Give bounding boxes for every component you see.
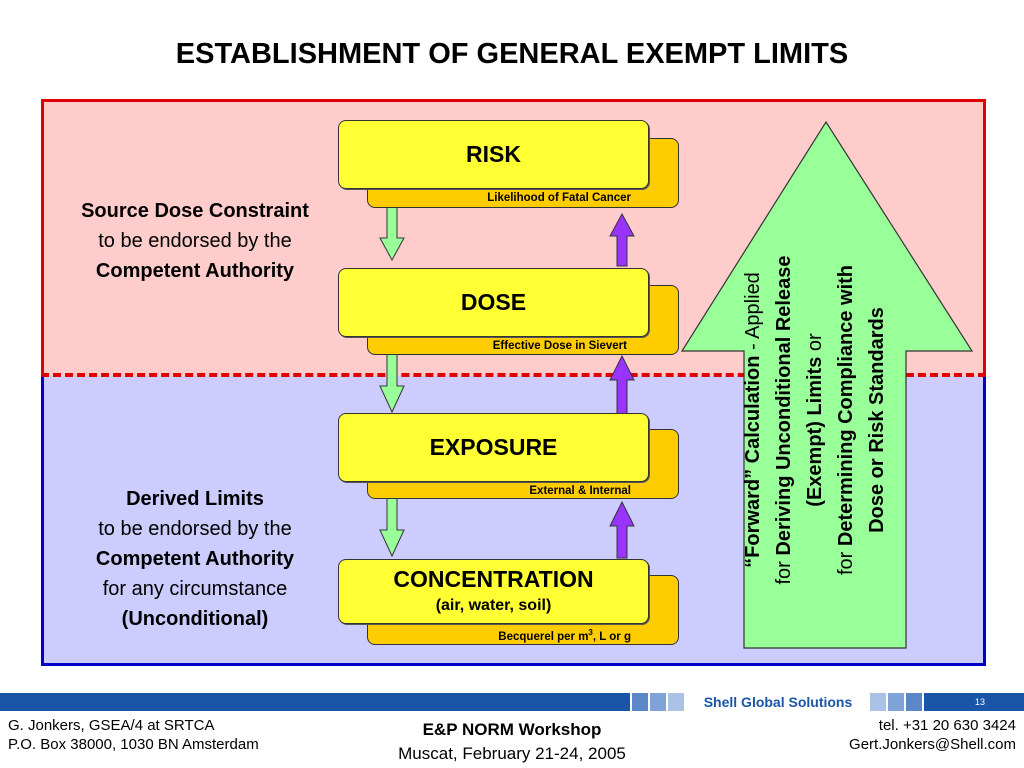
concentration-sublabel: (air, water, soil) bbox=[435, 597, 552, 614]
down-arrow-exposure-concentration bbox=[379, 497, 405, 558]
dose-box: DOSE bbox=[338, 268, 649, 337]
footer-brand-bar bbox=[0, 693, 1024, 711]
exposure-box: EXPOSURE bbox=[338, 413, 649, 482]
risk-label: RISK bbox=[466, 141, 521, 167]
flow-arrows bbox=[379, 205, 635, 559]
exposure-caption: External & Internal bbox=[529, 485, 631, 497]
source-dose-authority: Competent Authority bbox=[95, 260, 295, 282]
derived-limits-text: Derived Limits to be endorsed by the Com… bbox=[45, 484, 345, 634]
up-arrow-concentration-exposure bbox=[609, 500, 635, 559]
footer-date: Muscat, February 21-24, 2005 bbox=[398, 744, 626, 763]
footer-address: P.O. Box 38000, 1030 BN Amsterdam bbox=[8, 736, 259, 753]
determining-compliance-label: Determining Compliance with bbox=[835, 264, 857, 547]
or-label: or bbox=[804, 333, 826, 357]
arrow-text-line2: for Deriving Unconditional Release bbox=[769, 210, 800, 630]
page-number: 13 bbox=[974, 697, 985, 707]
concentration-box: CONCENTRATION (air, water, soil) bbox=[338, 559, 649, 624]
deriving-release-label: Deriving Unconditional Release bbox=[773, 255, 795, 556]
forward-calculation-text: “Forward” Calculation - Applied for Deri… bbox=[738, 210, 908, 630]
footer-email: Gert.Jonkers@Shell.com bbox=[849, 736, 1016, 753]
concentration-caption-rest: , L or g bbox=[592, 630, 631, 643]
footer-left: G. Jonkers, GSEA/4 at SRTCA P.O. Box 380… bbox=[8, 716, 338, 754]
dose-label: DOSE bbox=[460, 289, 527, 315]
panel-divider bbox=[41, 373, 986, 377]
footer-author: G. Jonkers, GSEA/4 at SRTCA bbox=[8, 717, 215, 734]
exempt-limits-label: (Exempt) Limits bbox=[804, 356, 826, 507]
exposure-label: EXPOSURE bbox=[429, 434, 558, 460]
concentration-label: CONCENTRATION bbox=[393, 566, 594, 592]
source-dose-endorse: to be endorsed by the bbox=[98, 230, 292, 252]
arrow-text-line3: (Exempt) Limits or bbox=[800, 210, 831, 630]
down-arrow-dose-exposure bbox=[379, 351, 405, 414]
arrow-for-label-1: for bbox=[773, 555, 795, 585]
dose-caption: Effective Dose in Sievert bbox=[492, 340, 627, 352]
derived-limits-circumstance: for any circumstance bbox=[102, 578, 288, 600]
footer-phone: tel. +31 20 630 3424 bbox=[878, 717, 1016, 734]
slide-title: ESTABLISHMENT OF GENERAL EXEMPT LIMITS bbox=[175, 38, 849, 70]
concentration-caption: Becquerel per m3, L or g bbox=[367, 628, 631, 643]
arrow-text-line4: for Determining Compliance with bbox=[831, 210, 862, 630]
footer-workshop: E&P NORM Workshop bbox=[422, 720, 602, 739]
source-dose-heading: Source Dose Constraint bbox=[81, 200, 309, 222]
source-dose-constraint-text: Source Dose Constraint to be endorsed by… bbox=[45, 196, 345, 286]
up-arrow-dose-risk bbox=[609, 212, 635, 267]
forward-calculation-label: “Forward” Calculation bbox=[742, 355, 764, 568]
arrow-for-label-2: for bbox=[835, 546, 857, 576]
footer-brand-name: Shell Global Solutions bbox=[703, 694, 853, 710]
derived-limits-heading: Derived Limits bbox=[126, 488, 264, 510]
down-arrow-risk-dose bbox=[379, 205, 405, 262]
footer-center: E&P NORM Workshop Muscat, February 21-24… bbox=[0, 718, 1024, 766]
arrow-text-line5: Dose or Risk Standards bbox=[862, 210, 893, 630]
concentration-caption-unit: Becquerel per m bbox=[498, 630, 589, 643]
risk-caption: Likelihood of Fatal Cancer bbox=[487, 192, 631, 204]
concentration-caption-sup: 3 bbox=[588, 628, 593, 637]
risk-box: RISK bbox=[338, 120, 649, 189]
forward-calculation-arrow bbox=[680, 120, 974, 649]
derived-limits-endorse: to be endorsed by the bbox=[98, 518, 292, 540]
applied-label: - Applied bbox=[742, 272, 764, 356]
derived-limits-authority: Competent Authority bbox=[95, 548, 295, 570]
footer-right: tel. +31 20 630 3424 Gert.Jonkers@Shell.… bbox=[690, 716, 1016, 754]
arrow-text-line1: “Forward” Calculation - Applied bbox=[738, 210, 769, 630]
dose-risk-standards-label: Dose or Risk Standards bbox=[866, 307, 888, 533]
up-arrow-exposure-dose bbox=[609, 354, 635, 415]
derived-limits-unconditional: (Unconditional) bbox=[121, 608, 269, 630]
